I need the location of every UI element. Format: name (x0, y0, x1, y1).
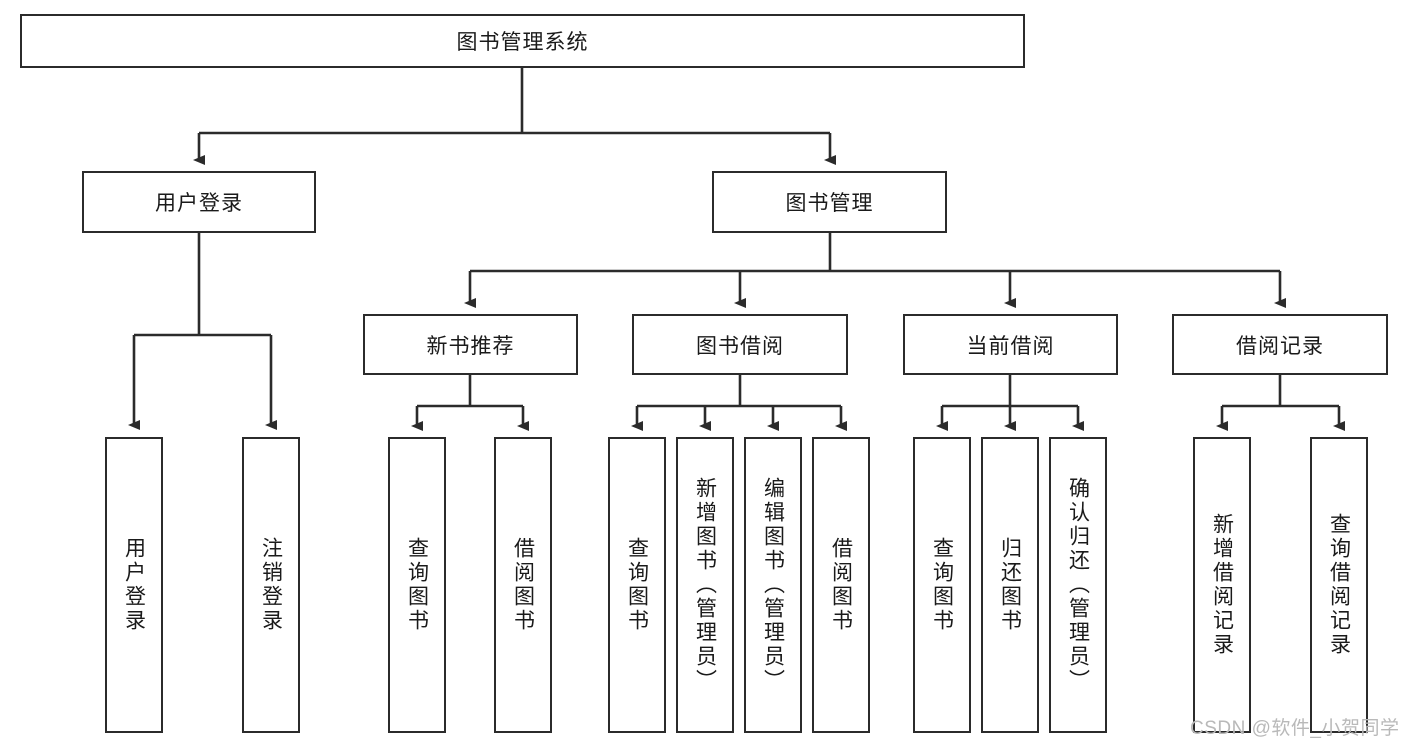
leaf-borrow-book-1[interactable]: 借阅图书 (494, 437, 552, 733)
node-label: 借阅图书 (829, 537, 853, 633)
node-user-login[interactable]: 用户登录 (82, 171, 316, 233)
node-label: 图书管理 (785, 192, 874, 215)
node-label: 用户登录 (155, 192, 243, 215)
leaf-user-login[interactable]: 用户登录 (105, 437, 163, 733)
node-book-borrow[interactable]: 图书借阅 (632, 314, 848, 375)
node-label: 确认归还（管理员） (1066, 477, 1090, 693)
node-label: 当前借阅 (966, 334, 1055, 358)
node-label: 注销登录 (259, 537, 283, 633)
watermark: CSDN @软件_小贺同学 (1190, 718, 1400, 739)
node-book-management-system[interactable]: 图书管理系统 (20, 14, 1025, 68)
node-label: 用户登录 (122, 537, 146, 633)
node-label: 编辑图书（管理员） (761, 477, 785, 693)
node-label: 借阅记录 (1236, 334, 1324, 358)
node-new-book-recommend[interactable]: 新书推荐 (363, 314, 578, 375)
node-label: 新增图书（管理员） (693, 477, 717, 693)
node-label: 查询图书 (930, 537, 954, 633)
node-label: 新增借阅记录 (1210, 513, 1234, 657)
node-label: 新书推荐 (426, 334, 515, 358)
node-label: 借阅图书 (511, 537, 535, 633)
node-current-borrow[interactable]: 当前借阅 (903, 314, 1118, 375)
leaf-query-book-2[interactable]: 查询图书 (608, 437, 666, 733)
leaf-query-book-1[interactable]: 查询图书 (388, 437, 446, 733)
node-label: 图书管理系统 (456, 31, 589, 54)
node-label: 图书借阅 (696, 334, 784, 358)
node-book-management[interactable]: 图书管理 (712, 171, 947, 233)
leaf-confirm-return-admin[interactable]: 确认归还（管理员） (1049, 437, 1107, 733)
leaf-query-book-3[interactable]: 查询图书 (913, 437, 971, 733)
node-label: 归还图书 (998, 537, 1022, 633)
node-label: 查询借阅记录 (1327, 513, 1351, 657)
node-label: 查询图书 (625, 537, 649, 633)
leaf-add-book-admin[interactable]: 新增图书（管理员） (676, 437, 734, 733)
leaf-borrow-book-2[interactable]: 借阅图书 (812, 437, 870, 733)
leaf-return-book[interactable]: 归还图书 (981, 437, 1039, 733)
node-label: 查询图书 (405, 537, 429, 633)
leaf-query-borrow-record[interactable]: 查询借阅记录 (1310, 437, 1368, 733)
leaf-add-borrow-record[interactable]: 新增借阅记录 (1193, 437, 1251, 733)
leaf-logout-login[interactable]: 注销登录 (242, 437, 300, 733)
leaf-edit-book-admin[interactable]: 编辑图书（管理员） (744, 437, 802, 733)
node-borrow-record[interactable]: 借阅记录 (1172, 314, 1388, 375)
